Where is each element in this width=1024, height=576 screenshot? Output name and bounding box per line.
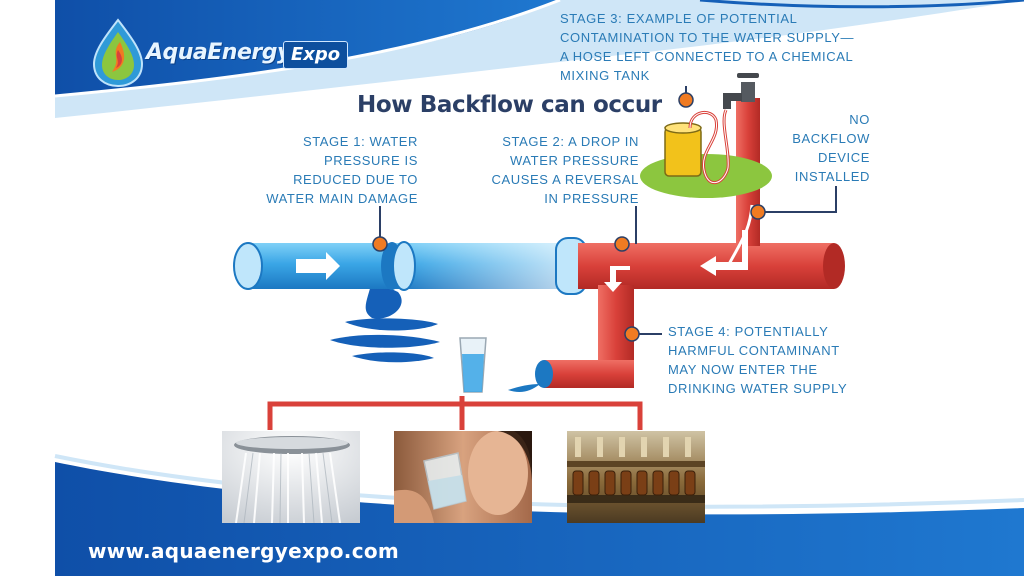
stage-4-line: STAGE 4: POTENTIALLY bbox=[668, 324, 829, 339]
no-device-line: DEVICE bbox=[817, 150, 870, 165]
leak-splash bbox=[330, 280, 440, 363]
stage-2-label: STAGE 2: A DROP IN WATER PRESSURE CAUSES… bbox=[492, 132, 639, 208]
stage-3-line: CONTAMINATION TO THE WATER SUPPLY— bbox=[560, 30, 855, 45]
chemical-mixing-tank bbox=[640, 109, 772, 198]
no-device-line: BACKFLOW bbox=[792, 131, 870, 146]
stage-3-label: STAGE 3: EXAMPLE OF POTENTIAL CONTAMINAT… bbox=[560, 9, 854, 85]
stage-3-line: STAGE 3: EXAMPLE OF POTENTIAL bbox=[560, 11, 798, 26]
woman-drinking-water-photo bbox=[394, 431, 532, 523]
stage-1-line: WATER MAIN DAMAGE bbox=[266, 191, 418, 206]
callout-dots bbox=[372, 92, 766, 342]
stage-4-line: HARMFUL CONTAMINANT bbox=[668, 343, 840, 358]
bottling-plant-photo bbox=[567, 431, 705, 523]
stage-1-label: STAGE 1: WATER PRESSURE IS REDUCED DUE T… bbox=[266, 132, 418, 208]
brand-name: AquaEnergy bbox=[146, 40, 291, 65]
stage-2-line: WATER PRESSURE bbox=[509, 153, 639, 168]
stage-3-line: A HOSE LEFT CONNECTED TO A CHEMICAL bbox=[560, 49, 854, 64]
no-device-line: NO bbox=[849, 112, 870, 127]
stage-3-line: MIXING TANK bbox=[560, 68, 650, 83]
clean-water-pipe bbox=[233, 237, 587, 295]
stage-4-label: STAGE 4: POTENTIALLY HARMFUL CONTAMINANT… bbox=[668, 322, 847, 398]
distribution-lines bbox=[267, 396, 643, 430]
stage-4-line: DRINKING WATER SUPPLY bbox=[668, 381, 848, 396]
stage-1-line: STAGE 1: WATER bbox=[302, 134, 418, 149]
no-backflow-device-label: NO BACKFLOW DEVICE INSTALLED bbox=[792, 110, 870, 186]
shower-head-photo bbox=[222, 431, 360, 523]
stage-1-line: REDUCED DUE TO bbox=[293, 172, 418, 187]
brand-logo: AquaEnergy Expo bbox=[88, 16, 358, 88]
brand-badge: Expo bbox=[283, 41, 349, 69]
stage-1-line: PRESSURE IS bbox=[323, 153, 418, 168]
no-device-line: INSTALLED bbox=[794, 169, 870, 184]
stage-2-line: CAUSES A REVERSAL bbox=[491, 172, 639, 187]
footer-url: www.aquaenergyexpo.com bbox=[88, 539, 400, 563]
stage-2-line: IN PRESSURE bbox=[544, 191, 639, 206]
water-flame-drop-icon bbox=[92, 18, 144, 88]
water-glass bbox=[459, 337, 487, 393]
stage-2-line: STAGE 2: A DROP IN bbox=[502, 134, 639, 149]
diagram-title: How Backflow can occur bbox=[357, 92, 662, 118]
stage-4-line: MAY NOW ENTER THE bbox=[668, 362, 818, 377]
